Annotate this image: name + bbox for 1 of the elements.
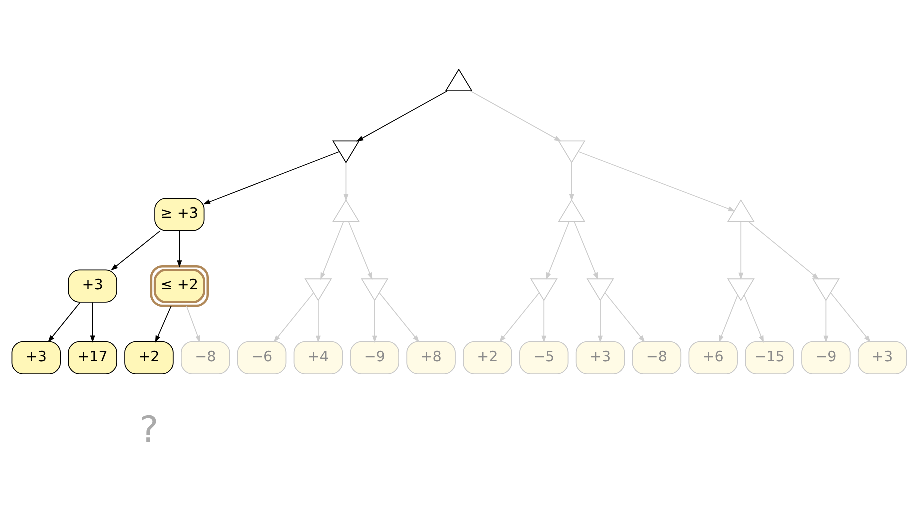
label: ? xyxy=(140,410,159,452)
